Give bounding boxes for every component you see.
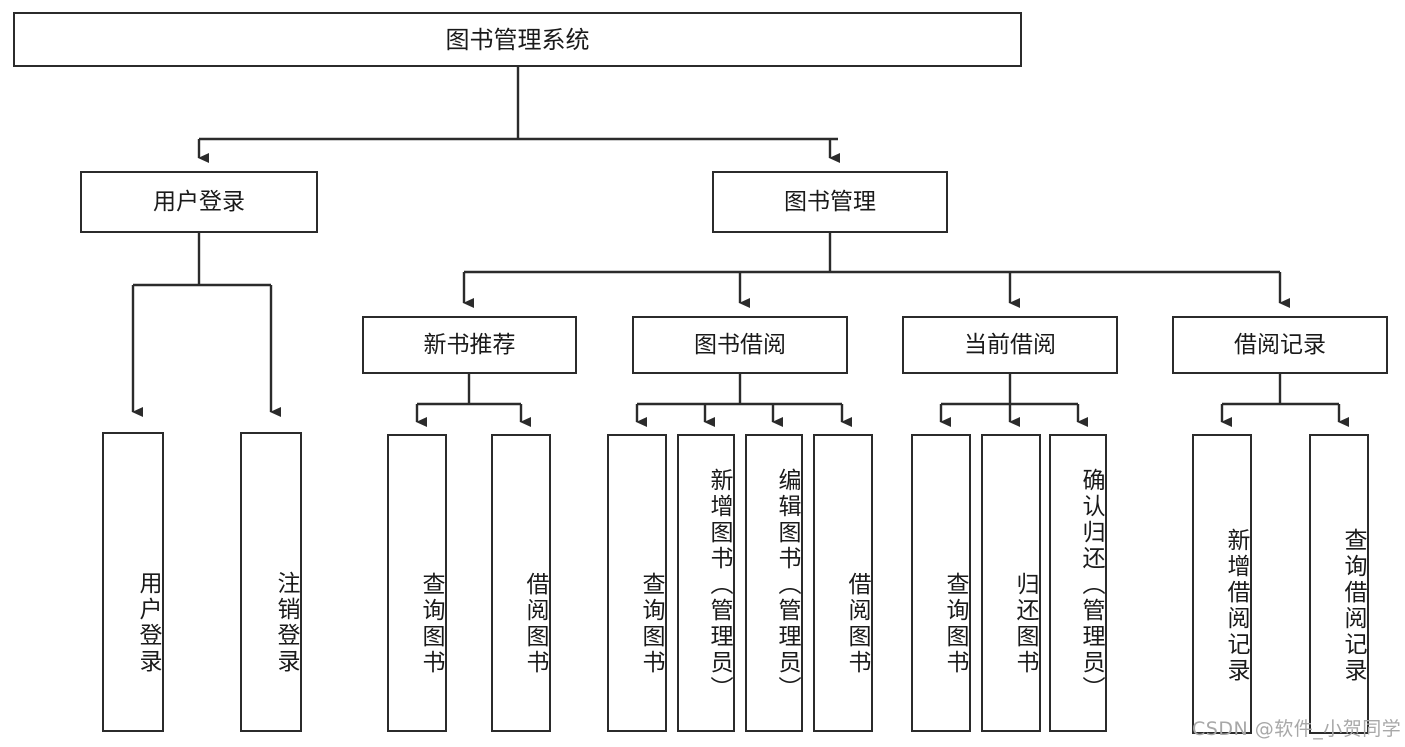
- node-leaf-borrow-book-2-label: 借阅图书: [844, 572, 870, 676]
- node-leaf-query-book-3-label: 查询图书: [942, 572, 968, 676]
- node-current-borrow-label: 当前借阅: [964, 331, 1056, 358]
- node-leaf-borrow-book-2[interactable]: 借阅图书: [813, 434, 873, 732]
- watermark-text: CSDN @软件_小贺同学: [1192, 718, 1402, 740]
- node-leaf-query-record[interactable]: 查询借阅记录: [1309, 434, 1369, 734]
- node-leaf-add-record[interactable]: 新增借阅记录: [1192, 434, 1252, 734]
- node-root[interactable]: 图书管理系统: [13, 12, 1022, 67]
- node-book-management[interactable]: 图书管理: [712, 171, 948, 233]
- node-leaf-query-book-2[interactable]: 查询图书: [607, 434, 667, 732]
- node-current-borrow[interactable]: 当前借阅: [902, 316, 1118, 374]
- node-leaf-edit-book[interactable]: 编辑图书（管理员）: [745, 434, 803, 732]
- node-borrow-record-label: 借阅记录: [1234, 331, 1326, 358]
- node-leaf-user-logout[interactable]: 注销登录: [240, 432, 302, 732]
- node-leaf-query-book-2-label: 查询图书: [638, 572, 664, 676]
- node-new-book-recommend-label: 新书推荐: [423, 331, 516, 358]
- node-leaf-query-record-label: 查询借阅记录: [1340, 528, 1366, 684]
- node-new-book-recommend[interactable]: 新书推荐: [362, 316, 577, 374]
- node-leaf-query-book-1[interactable]: 查询图书: [387, 434, 447, 732]
- node-leaf-confirm-return-label: 确认归还（管理员）: [1078, 468, 1104, 702]
- node-leaf-borrow-book-1-label: 借阅图书: [522, 572, 548, 676]
- node-leaf-add-book-label: 新增图书（管理员）: [706, 468, 732, 702]
- node-leaf-user-login[interactable]: 用户登录: [102, 432, 164, 732]
- node-user-login-label: 用户登录: [153, 188, 245, 215]
- node-borrow-record[interactable]: 借阅记录: [1172, 316, 1388, 374]
- node-book-borrow-label: 图书借阅: [694, 331, 786, 358]
- node-leaf-query-book-3[interactable]: 查询图书: [911, 434, 971, 732]
- node-user-login[interactable]: 用户登录: [80, 171, 318, 233]
- node-leaf-borrow-book-1[interactable]: 借阅图书: [491, 434, 551, 732]
- node-leaf-user-login-label: 用户登录: [135, 571, 161, 675]
- node-leaf-confirm-return[interactable]: 确认归还（管理员）: [1049, 434, 1107, 732]
- node-leaf-return-book-label: 归还图书: [1012, 572, 1038, 676]
- node-leaf-edit-book-label: 编辑图书（管理员）: [774, 468, 800, 702]
- node-book-management-label: 图书管理: [784, 188, 876, 215]
- node-leaf-return-book[interactable]: 归还图书: [981, 434, 1041, 732]
- node-leaf-user-logout-label: 注销登录: [273, 571, 299, 675]
- node-book-borrow[interactable]: 图书借阅: [632, 316, 848, 374]
- node-leaf-query-book-1-label: 查询图书: [418, 572, 444, 676]
- node-leaf-add-book[interactable]: 新增图书（管理员）: [677, 434, 735, 732]
- node-leaf-add-record-label: 新增借阅记录: [1223, 528, 1249, 684]
- node-root-label: 图书管理系统: [445, 25, 590, 54]
